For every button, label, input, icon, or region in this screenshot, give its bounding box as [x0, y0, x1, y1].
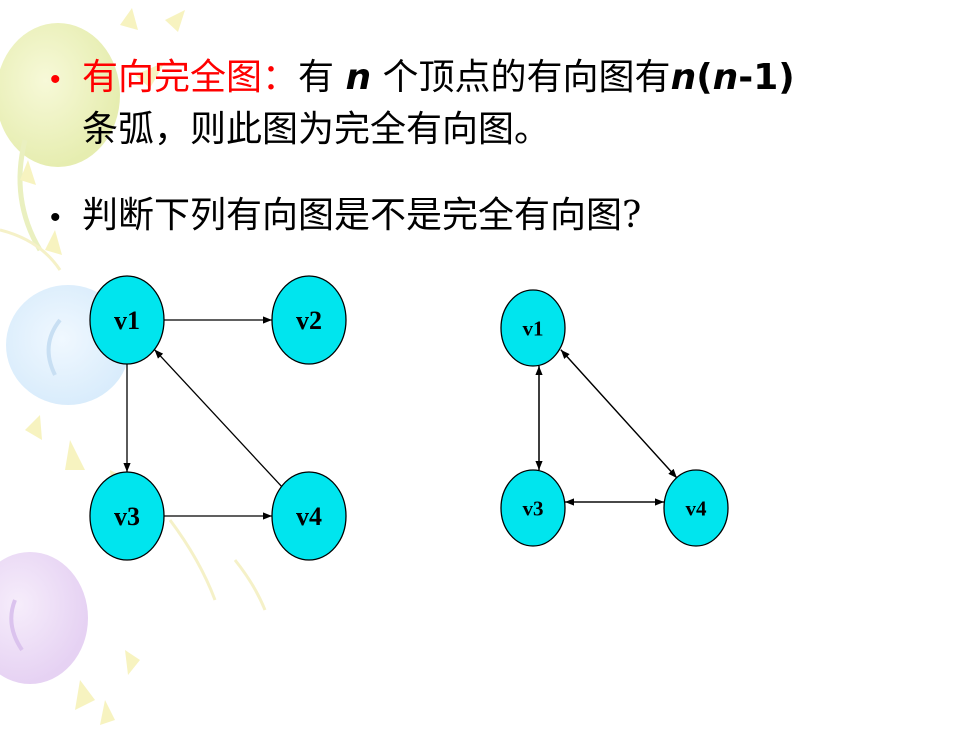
graph2-node-label: v4: [686, 496, 708, 520]
graph1-node-circle: [271, 275, 347, 365]
balloon-purple: [0, 552, 88, 684]
graph1-node-label: v4: [296, 502, 322, 531]
graph1-node-circle: [89, 275, 165, 365]
graph2-node-label: v1: [523, 316, 544, 340]
light-streaks: [0, 228, 267, 611]
graph1-node-v1: v1: [89, 275, 165, 365]
minus-one: -1: [738, 57, 779, 98]
graph1-node-v4: v4: [271, 471, 347, 561]
graph1-node-circle: [271, 471, 347, 561]
definition-line-2: 条弧，则此图为完全有向图。: [82, 109, 551, 150]
balloon-yellow: [0, 23, 120, 252]
definition-term: 有向完全图：: [82, 57, 299, 98]
graph1-node-circle: [89, 471, 165, 561]
definition-line-1: 有向完全图：有 n 个顶点的有向图有n(n-1): [82, 52, 795, 104]
bullet-dot: •: [50, 201, 61, 234]
graph1-node-label: v2: [296, 306, 322, 335]
graph2-node-v3: v3: [500, 469, 566, 547]
graph2-edge-v4-v1: [560, 349, 678, 479]
graph2-node-circle: [500, 289, 566, 367]
bullet-dot: •: [50, 63, 61, 96]
variable-n: n: [345, 57, 372, 98]
graph2-node-v4: v4: [663, 469, 729, 547]
definition-text-mid: 个顶点的有向图有: [371, 57, 671, 98]
graph1-edge-v4-v1: [153, 349, 283, 487]
graph2-node-circle: [500, 469, 566, 547]
paren-open: (: [696, 57, 713, 98]
graph2-node-label: v3: [523, 496, 544, 520]
paren-close: ): [778, 57, 795, 98]
question-text: 判断下列有向图是不是完全有向图?: [82, 195, 642, 236]
graph2-node-circle: [663, 469, 729, 547]
variable-n: n: [670, 57, 697, 98]
variable-n: n: [712, 57, 739, 98]
light-rays: [20, 8, 185, 725]
graph1-node-v3: v3: [89, 471, 165, 561]
definition-text-pre: 有: [298, 57, 346, 98]
graph2-node-v1: v1: [500, 289, 566, 367]
graph1-node-v2: v2: [271, 275, 347, 365]
graph1-node-label: v3: [114, 502, 140, 531]
graph1-node-label: v1: [114, 306, 140, 335]
